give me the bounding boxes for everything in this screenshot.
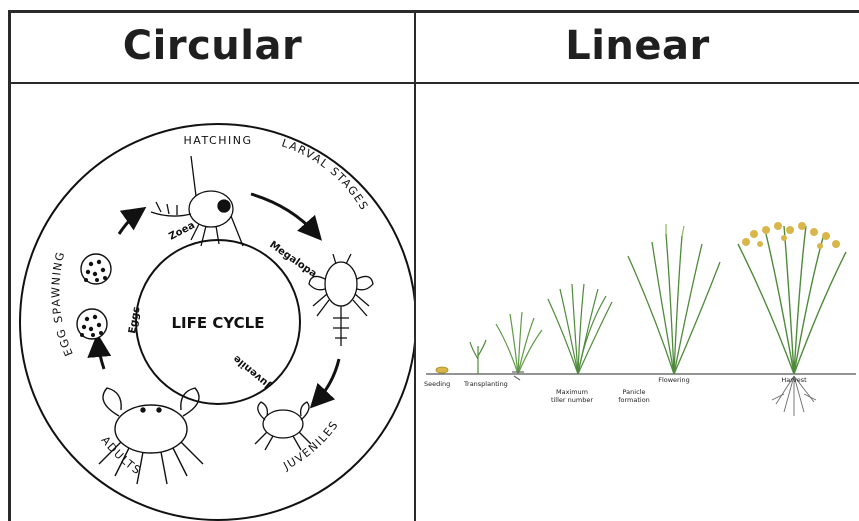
- rice-growth-stages-diagram: Seeding Transplanting Maximum tiller num…: [416, 84, 859, 521]
- inner-label-juvenile: Juvenile: [231, 353, 273, 391]
- stage-label-hatching: HATCHING: [184, 134, 253, 147]
- grain-heads: [742, 222, 840, 249]
- header-circular: Circular: [11, 10, 414, 82]
- arrow-hatch-to-larval: [251, 194, 316, 234]
- stage-label-formation: formation: [618, 396, 650, 404]
- egg-cluster-upper: [81, 254, 111, 284]
- stage-label-harvest: Harvest: [781, 376, 807, 384]
- stage-label-seeding: Seeding: [424, 380, 450, 388]
- arrow-adult-to-eggs: [98, 342, 104, 369]
- inner-label-megalopa: Megalopa: [267, 239, 318, 279]
- tillering-plant: [496, 312, 542, 380]
- max-tiller-plant: [548, 284, 612, 374]
- juvenile-crab-illustration: [255, 402, 311, 450]
- stage-label-tiller-number: tiller number: [551, 396, 593, 404]
- arrow-spawn-to-hatch: [119, 212, 139, 234]
- stage-label-transplanting: Transplanting: [463, 380, 508, 388]
- panicle-formation-plant: [628, 224, 720, 374]
- inner-label-eggs: Eggs: [127, 306, 143, 335]
- stage-label-maximum: Maximum: [556, 388, 588, 396]
- stage-label-larval: LARVAL STAGES: [280, 136, 371, 213]
- seedling-plant: [470, 340, 486, 374]
- seed-graphic: [436, 367, 448, 373]
- egg-cluster-lower: [77, 309, 107, 339]
- stage-label-panicle: Panicle: [623, 388, 646, 396]
- inner-label-zoea: Zoea: [167, 220, 197, 243]
- megalopa-illustration: [309, 254, 373, 346]
- stage-label-spawning: EGG SPAWNING: [49, 250, 75, 358]
- harvest-plant: [738, 226, 846, 374]
- header-linear: Linear: [416, 10, 859, 82]
- crab-life-cycle-diagram: LIFE CYCLE HATCHING LARVAL STAGES EGG SP…: [11, 84, 414, 521]
- arrow-larval-to-juvenile: [316, 359, 339, 402]
- stage-label-spawning-path: EGG SPAWNING: [49, 250, 75, 358]
- zoea-larva-illustration: [151, 156, 243, 246]
- adult-crab-illustration: [99, 388, 203, 484]
- stage-label-flowering: Flowering: [658, 376, 690, 384]
- life-cycle-center-label: LIFE CYCLE: [171, 314, 264, 332]
- stage-label-larval-path: LARVAL STAGES: [280, 136, 371, 213]
